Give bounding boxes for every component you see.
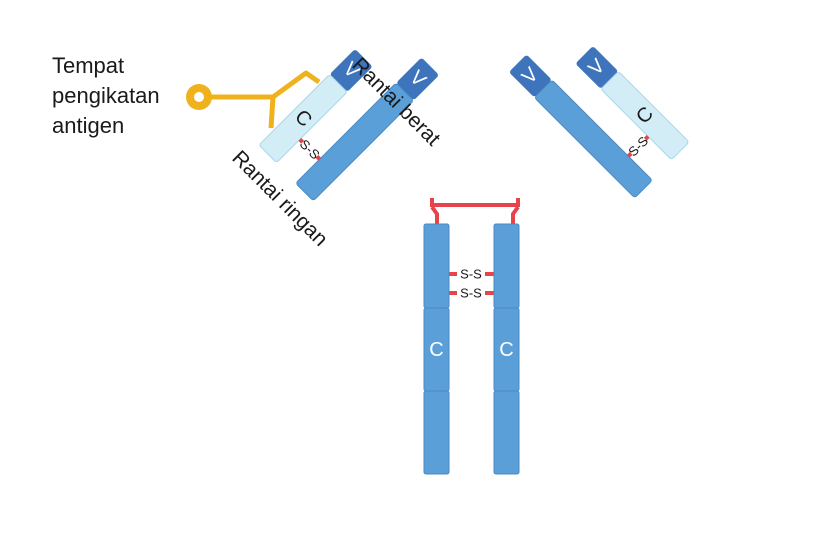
left-fab-arm: V C V S-S bbox=[259, 50, 438, 201]
right-arm-ss-bg bbox=[626, 134, 651, 159]
binding-site-connector-branch bbox=[268, 96, 276, 129]
binding-site-connector bbox=[199, 70, 321, 100]
right-heavy-constant-region bbox=[535, 80, 652, 198]
right-fab-arm: V V C S-S bbox=[510, 47, 689, 198]
right-stem-constant-label: C bbox=[499, 339, 513, 361]
left-light-constant-region bbox=[259, 75, 347, 163]
stem-ss-label-1: S-S bbox=[460, 267, 482, 282]
hinge-connector bbox=[430, 205, 520, 225]
right-stem-segment-3 bbox=[493, 390, 520, 475]
right-light-constant-region bbox=[601, 72, 689, 160]
left-light-variable-region bbox=[330, 50, 372, 91]
binding-site-label-line-1: Tempat bbox=[52, 53, 124, 78]
right-stem-heavy-chain: C bbox=[493, 223, 520, 475]
binding-site-label-line-3: antigen bbox=[52, 113, 124, 138]
stem-ss-label-2: S-S bbox=[460, 286, 482, 301]
right-light-variable-region bbox=[576, 47, 618, 88]
binding-site-marker-center bbox=[194, 92, 204, 102]
stem-ss-bg-1 bbox=[457, 267, 485, 281]
left-stem-heavy-chain: C bbox=[423, 223, 450, 475]
right-heavy-variable-region bbox=[510, 55, 551, 97]
left-heavy-constant-region bbox=[296, 83, 413, 201]
binding-site-label-line-2: pengikatan bbox=[52, 83, 160, 108]
left-stem-segment-3 bbox=[423, 390, 450, 475]
stem-ss-bg-2 bbox=[457, 286, 485, 300]
hinge-disulfide-bond bbox=[430, 198, 520, 207]
right-stem-segment-1 bbox=[493, 223, 520, 309]
left-arm-ss-bg bbox=[297, 137, 322, 162]
left-heavy-variable-region bbox=[397, 58, 438, 100]
left-stem-segment-1 bbox=[423, 223, 450, 309]
left-stem-constant-label: C bbox=[429, 339, 443, 361]
